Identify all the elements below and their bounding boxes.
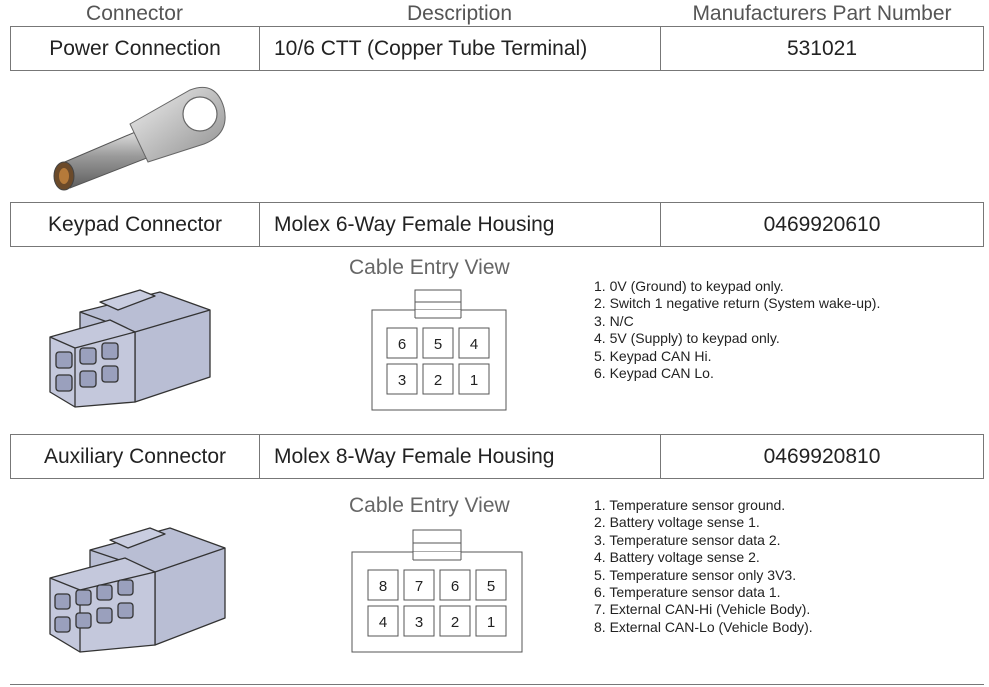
pin-label: 1 bbox=[487, 614, 495, 631]
pin-description: 1. Temperature sensor ground. bbox=[594, 497, 786, 513]
pin-label: 5 bbox=[434, 336, 442, 353]
pin-description: 8. External CAN-Lo (Vehicle Body). bbox=[594, 618, 813, 635]
pin-description: 7. External CAN-Hi (Vehicle Body). bbox=[594, 601, 811, 618]
cable-entry-view-8-way-diagram: 8 7 6 5 4 3 2 1 bbox=[351, 529, 523, 653]
part-number: 0469920610 bbox=[763, 212, 881, 236]
header-connector: Connector bbox=[86, 2, 183, 25]
table-row-auxiliary: Auxiliary Connector Molex 8-Way Female H… bbox=[10, 434, 984, 479]
cable-entry-view-label: Cable Entry View bbox=[349, 494, 510, 517]
pin-label: 4 bbox=[470, 336, 478, 353]
pin-label: 8 bbox=[379, 578, 387, 595]
pin-description: 5. Temperature sensor only 3V3. bbox=[594, 566, 797, 583]
table-row-power: Power Connection 10/6 CTT (Copper Tube T… bbox=[10, 26, 984, 71]
next-row-border bbox=[10, 684, 984, 685]
part-number: 0469920810 bbox=[763, 444, 881, 468]
pin-label: 1 bbox=[470, 372, 478, 389]
header-part-number: Manufacturers Part Number bbox=[692, 2, 952, 25]
pin-description: 4. 5V (Supply) to keypad only. bbox=[594, 330, 780, 347]
pin-description: 6. Keypad CAN Lo. bbox=[594, 365, 714, 382]
copper-tube-terminal-icon bbox=[53, 86, 226, 191]
connector-description: 10/6 CTT (Copper Tube Terminal) bbox=[260, 27, 661, 70]
pin-label: 6 bbox=[398, 336, 406, 353]
table-row-keypad: Keypad Connector Molex 6-Way Female Hous… bbox=[10, 202, 984, 247]
pin-description: 2. Switch 1 negative return (System wake… bbox=[594, 295, 881, 312]
pin-label: 6 bbox=[451, 578, 459, 595]
pin-label: 3 bbox=[398, 372, 406, 389]
connector-description: Molex 8-Way Female Housing bbox=[260, 435, 661, 478]
connector-description: Molex 6-Way Female Housing bbox=[260, 203, 661, 246]
connector-name: Power Connection bbox=[11, 27, 260, 70]
pin-description: 3. Temperature sensor data 2. bbox=[594, 531, 781, 548]
connector-name: Auxiliary Connector bbox=[11, 435, 260, 478]
pin-description: 6. Temperature sensor data 1. bbox=[594, 584, 781, 601]
pin-label: 7 bbox=[415, 578, 423, 595]
pin-label: 5 bbox=[487, 578, 495, 595]
pin-description: 2. Battery voltage sense 1. bbox=[594, 514, 760, 531]
pin-label: 3 bbox=[415, 614, 423, 631]
keypad-pin-list: 1. 0V (Ground) to keypad only. 2. Switch… bbox=[594, 278, 880, 382]
part-number: 531021 bbox=[786, 36, 858, 60]
pin-label: 2 bbox=[451, 614, 459, 631]
pin-description: 1. 0V (Ground) to keypad only. bbox=[594, 278, 784, 294]
cable-entry-view-6-way-diagram: 6 5 4 3 2 1 bbox=[371, 289, 507, 411]
cable-entry-view-label: Cable Entry View bbox=[349, 256, 510, 279]
header-description: Description bbox=[406, 2, 513, 25]
pin-description: 3. N/C bbox=[594, 312, 634, 329]
pin-label: 4 bbox=[379, 614, 387, 631]
auxiliary-pin-list: 1. Temperature sensor ground. 2. Battery… bbox=[594, 497, 813, 636]
pin-description: 5. Keypad CAN Hi. bbox=[594, 347, 712, 364]
pin-label: 2 bbox=[434, 372, 442, 389]
molex-6-way-housing-icon bbox=[49, 289, 211, 408]
molex-8-way-housing-icon bbox=[49, 527, 226, 653]
pin-description: 4. Battery voltage sense 2. bbox=[594, 549, 760, 566]
connector-name: Keypad Connector bbox=[11, 203, 260, 246]
